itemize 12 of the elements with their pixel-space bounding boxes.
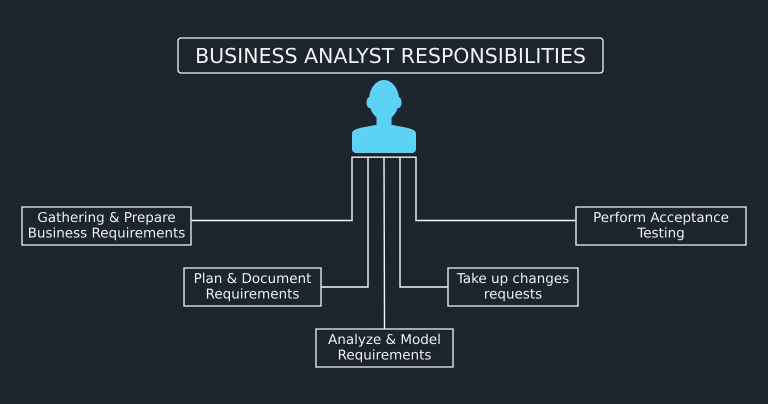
connector-line — [384, 156, 576, 222]
text-box: Plan & Document Requirements — [183, 267, 322, 307]
title-box: BUSINESS ANALYST RESPONSIBILITIES — [177, 37, 604, 74]
connector-line — [192, 156, 384, 222]
text-box: Take up changes requests — [447, 267, 579, 307]
text-box: Gathering & Prepare Business Requirements — [21, 206, 192, 246]
connector-line — [383, 157, 386, 328]
connector-line — [399, 157, 448, 288]
text-box: Perform Acceptance Testing — [575, 206, 747, 246]
person-icon — [352, 80, 416, 153]
connector-line — [322, 157, 369, 288]
text-box: Analyze & Model Requirements — [315, 328, 454, 368]
